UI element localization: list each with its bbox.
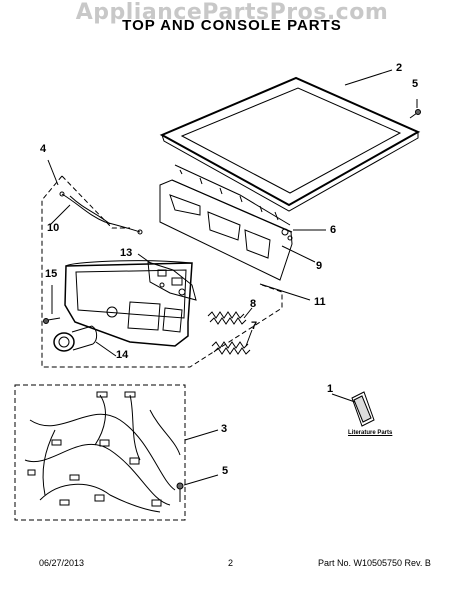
page-title: TOP AND CONSOLE PARTS <box>122 17 342 34</box>
leader-8 <box>243 307 253 319</box>
callout-13: 13 <box>120 247 133 259</box>
leader-7 <box>245 329 253 347</box>
callout-10: 10 <box>47 222 60 234</box>
leader-13 <box>137 253 153 265</box>
leader-5-lower <box>183 474 219 486</box>
callout-2: 2 <box>396 62 403 74</box>
literature-parts-label: Literature Parts <box>348 430 393 436</box>
console-wire-harness-part[interactable] <box>59 191 143 235</box>
callout-9: 9 <box>316 260 323 272</box>
callout-14: 14 <box>116 349 129 361</box>
callout-1: 1 <box>327 383 334 395</box>
top-panel-part[interactable] <box>159 76 421 212</box>
leader-4 <box>47 159 59 186</box>
screw-part-15[interactable] <box>43 317 61 324</box>
screw-part-upper[interactable] <box>409 99 421 119</box>
spring-part-8[interactable] <box>207 311 247 325</box>
callout-15: 15 <box>45 268 58 280</box>
leader-10 <box>49 204 71 226</box>
leader-11 <box>259 283 311 301</box>
leader-9 <box>281 245 316 263</box>
leader-3 <box>184 429 219 441</box>
leader-14 <box>95 341 117 357</box>
control-knob-part[interactable] <box>53 325 98 352</box>
callout-5-upper: 5 <box>412 78 419 90</box>
footer-page-number: 2 <box>228 558 234 568</box>
spring-part-7[interactable] <box>211 341 251 355</box>
leader-2 <box>344 69 393 86</box>
callout-6: 6 <box>330 224 337 236</box>
leader-1 <box>331 393 356 403</box>
callout-4: 4 <box>40 143 47 155</box>
main-harness-boundary <box>14 384 186 521</box>
screw-part-lower[interactable] <box>176 482 184 502</box>
literature-booklet-part[interactable] <box>351 391 375 427</box>
console-bracket-part[interactable] <box>159 164 293 281</box>
footer-date: 06/27/2013 <box>39 558 85 568</box>
control-board-part[interactable] <box>147 261 197 301</box>
console-panel-part[interactable] <box>64 260 193 347</box>
callout-5-lower: 5 <box>222 465 229 477</box>
callout-11: 11 <box>314 296 326 308</box>
callout-7: 7 <box>251 320 258 332</box>
main-wire-harness-part[interactable] <box>24 391 181 513</box>
callout-3: 3 <box>221 423 228 435</box>
watermark: AppliancePartsPros.com <box>75 0 389 25</box>
console-assembly-boundary <box>41 175 283 368</box>
callout-8: 8 <box>250 298 257 310</box>
footer-part-number: Part No. W10505750 Rev. B <box>318 558 431 568</box>
